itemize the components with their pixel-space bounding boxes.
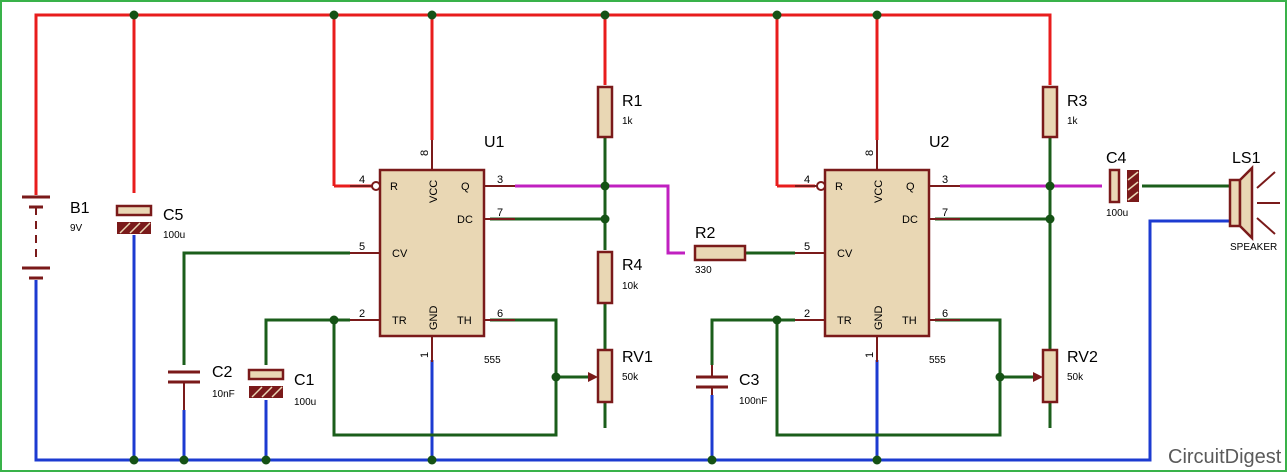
u2-ref: U2 bbox=[929, 134, 950, 151]
r1-ref: R1 bbox=[622, 93, 643, 110]
u2-pin-vcc: VCC bbox=[873, 180, 885, 203]
c3-ref: C3 bbox=[739, 372, 760, 389]
r1-value: 1k bbox=[622, 116, 634, 127]
rv1-value: 50k bbox=[622, 372, 639, 383]
brand-text: CircuitDigest bbox=[1168, 446, 1282, 468]
r4-ref: R4 bbox=[622, 257, 643, 274]
resistor-r4: R4 10k bbox=[596, 250, 643, 305]
u1-pin-tr: TR bbox=[392, 315, 407, 327]
u1-pinnum-5: 5 bbox=[359, 241, 365, 253]
vcc-net bbox=[34, 13, 1052, 195]
c5-ref: C5 bbox=[163, 207, 184, 224]
ground-net bbox=[34, 219, 1230, 462]
signal-net bbox=[182, 137, 1230, 437]
c4-value: 100u bbox=[1106, 208, 1128, 219]
u2-pin-th: TH bbox=[902, 315, 917, 327]
u2-pinnum-1: 1 bbox=[864, 352, 876, 358]
output-net bbox=[515, 184, 1102, 255]
c3-value: 100nF bbox=[739, 396, 767, 407]
u1-type: 555 bbox=[484, 355, 501, 366]
u1-pinnum-6: 6 bbox=[497, 308, 503, 320]
junction-dots bbox=[129, 10, 1055, 465]
u2-pinnum-6: 6 bbox=[942, 308, 948, 320]
u1-pinnum-2: 2 bbox=[359, 308, 365, 320]
r3-value: 1k bbox=[1067, 116, 1079, 127]
ic-u2: R CV TR Q DC TH VCC GND 4 5 2 3 7 6 8 1 … bbox=[795, 134, 960, 366]
r2-ref: R2 bbox=[695, 225, 716, 242]
r4-value: 10k bbox=[622, 281, 639, 292]
u2-pin-q: Q bbox=[906, 181, 915, 193]
u1-pin-dc: DC bbox=[457, 214, 473, 226]
capacitor-c1: C1 100u bbox=[247, 368, 316, 408]
u2-pinnum-7: 7 bbox=[942, 207, 948, 219]
u2-pin-r: R bbox=[835, 181, 843, 193]
u2-pin-dc: DC bbox=[902, 214, 918, 226]
c2-value: 10nF bbox=[212, 389, 235, 400]
u2-pin-tr: TR bbox=[837, 315, 852, 327]
rv2-ref: RV2 bbox=[1067, 349, 1098, 366]
resistor-r3: R3 1k bbox=[1041, 85, 1088, 139]
u1-pin-th: TH bbox=[457, 315, 472, 327]
capacitor-c2: C2 10nF bbox=[168, 364, 235, 410]
c2-ref: C2 bbox=[212, 364, 233, 381]
u2-pin-cv: CV bbox=[837, 248, 853, 260]
rv2-value: 50k bbox=[1067, 372, 1084, 383]
u2-pinnum-4: 4 bbox=[804, 174, 810, 186]
speaker-ls1: LS1 SPEAKER bbox=[1228, 150, 1280, 253]
u2-pin-gnd: GND bbox=[873, 306, 885, 331]
rv1-ref: RV1 bbox=[622, 349, 653, 366]
u1-pinnum-1: 1 bbox=[419, 352, 431, 358]
r2-value: 330 bbox=[695, 265, 712, 276]
r3-ref: R3 bbox=[1067, 93, 1088, 110]
speaker-label: SPEAKER bbox=[1230, 242, 1277, 253]
u1-pinnum-7: 7 bbox=[497, 207, 503, 219]
u1-pinnum-4: 4 bbox=[359, 174, 365, 186]
u1-ref: U1 bbox=[484, 134, 505, 151]
battery-ref: B1 bbox=[70, 200, 90, 217]
resistor-r2: R2 330 bbox=[693, 225, 747, 276]
c1-ref: C1 bbox=[294, 372, 315, 389]
potentiometer-rv2: RV2 50k bbox=[1033, 348, 1098, 404]
speaker-ref: LS1 bbox=[1232, 150, 1261, 167]
u1-pin-cv: CV bbox=[392, 248, 408, 260]
u2-pinnum-8: 8 bbox=[864, 150, 876, 156]
battery-value: 9V bbox=[70, 223, 83, 234]
c5-value: 100u bbox=[163, 230, 185, 241]
u2-pinnum-2: 2 bbox=[804, 308, 810, 320]
u1-pinnum-8: 8 bbox=[419, 150, 431, 156]
brand-logo: CircuitDigest bbox=[1168, 446, 1282, 468]
capacitor-c4: C4 100u bbox=[1106, 150, 1139, 219]
u2-pinnum-3: 3 bbox=[942, 174, 948, 186]
potentiometer-rv1: RV1 50k bbox=[588, 348, 653, 404]
u2-type: 555 bbox=[929, 355, 946, 366]
u1-pin-r: R bbox=[390, 181, 398, 193]
c4-ref: C4 bbox=[1106, 150, 1127, 167]
resistor-r1: R1 1k bbox=[596, 85, 643, 139]
battery-b1: B1 9V bbox=[22, 195, 90, 280]
u1-pin-q: Q bbox=[461, 181, 470, 193]
capacitor-c3: C3 100nF bbox=[696, 365, 767, 407]
c1-value: 100u bbox=[294, 397, 316, 408]
capacitor-c5: C5 100u bbox=[115, 204, 185, 241]
u1-pin-gnd: GND bbox=[428, 306, 440, 331]
u2-pinnum-5: 5 bbox=[804, 241, 810, 253]
u1-pin-vcc: VCC bbox=[428, 180, 440, 203]
ic-u1: R CV TR Q DC TH VCC GND 4 5 2 3 7 6 8 1 … bbox=[350, 134, 515, 366]
u1-pinnum-3: 3 bbox=[497, 174, 503, 186]
